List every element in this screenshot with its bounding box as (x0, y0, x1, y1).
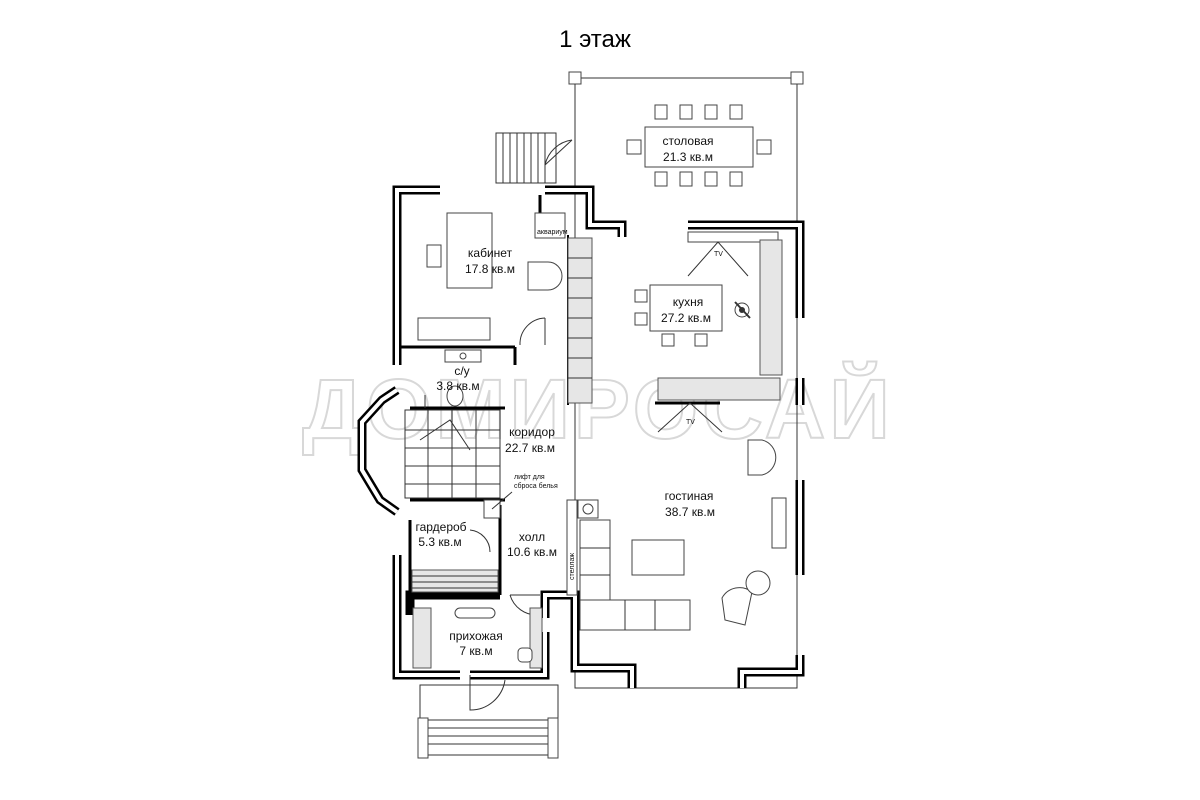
office-furniture (417, 212, 566, 341)
laundry-chute-line2: сброса белья (514, 482, 558, 490)
room-area-hall: 10.6 кв.м (507, 545, 557, 559)
room-name-living: гостиная (665, 489, 714, 503)
side-table-icon (745, 570, 771, 596)
chair-icon (426, 244, 442, 268)
chair-icon (729, 171, 743, 187)
wc-fixtures (424, 349, 482, 408)
staircase (404, 409, 501, 499)
chair-icon (634, 289, 648, 303)
floor-title: 1 этаж (559, 26, 631, 53)
room-name-hall: холл (519, 530, 545, 544)
chair-icon (704, 104, 718, 120)
aquarium-label: аквариум (537, 229, 568, 236)
room-area-wardrobe: 5.3 кв.м (418, 535, 461, 549)
tv-view-lines (657, 402, 723, 433)
room-area-office: 17.8 кв.м (465, 262, 515, 276)
room-area-wc: 3.8 кв.м (436, 379, 479, 393)
kitchen-tv-label: TV (714, 251, 723, 258)
room-name-corridor: коридор (509, 425, 555, 439)
column-icon (568, 71, 582, 85)
dining-table (626, 104, 772, 187)
walls (357, 185, 805, 688)
back-steps (495, 132, 557, 184)
room-area-entry: 7 кв.м (459, 644, 492, 658)
watermark-text: ДОМИРОСАЙ (302, 362, 893, 456)
tv-unit (687, 231, 779, 243)
armchair-icon (721, 587, 753, 626)
room-area-corridor: 22.7 кв.м (505, 441, 555, 455)
chair-icon (729, 104, 743, 120)
room-name-wardrobe: гардероб (415, 520, 466, 534)
room-area-dining: 21.3 кв.м (663, 150, 713, 164)
office-door (519, 317, 546, 346)
shelving-unit (566, 499, 578, 596)
sofa-icon (579, 599, 691, 631)
stove-icon (734, 301, 751, 319)
room-area-living: 38.7 кв.м (665, 505, 715, 519)
laundry-chute-line1: лифт для (514, 474, 545, 481)
chair-icon (679, 171, 693, 187)
chair-icon (661, 333, 675, 347)
chair-icon (654, 104, 668, 120)
aquarium-box (534, 212, 566, 239)
shelving-label: стеллаж (569, 553, 576, 580)
entry-furniture (412, 607, 543, 669)
living-tv-label: TV (686, 419, 695, 426)
terrace-door (544, 139, 573, 166)
kitchen-counter (759, 239, 783, 376)
laundry-chute (483, 491, 513, 519)
chair-icon (704, 171, 718, 187)
bench-icon (454, 607, 496, 619)
pouf-icon (517, 647, 533, 663)
coffee-table (631, 539, 685, 576)
kitchen-table (649, 284, 723, 332)
chair-icon (679, 104, 693, 120)
chair-icon (654, 171, 668, 187)
chair-icon (634, 312, 648, 326)
armchair-icon (527, 261, 563, 291)
room-area-kitchen: 27.2 кв.м (661, 311, 711, 325)
room-name-kitchen: кухня (673, 295, 704, 309)
chair-icon (756, 139, 772, 155)
armchair-icon (747, 439, 777, 476)
toilet-icon (446, 385, 464, 407)
chair-icon (694, 333, 708, 347)
sofa-icon (417, 317, 491, 341)
kitchen-counter (657, 377, 781, 401)
living-furniture (566, 439, 787, 631)
column-icon (790, 71, 804, 85)
room-name-wc: с/у (454, 364, 469, 378)
room-name-dining: столовая (663, 134, 714, 148)
room-name-entry: прихожая (449, 629, 502, 643)
fireplace-icon (771, 497, 787, 549)
entry-porch (417, 675, 559, 759)
stair-strip (567, 237, 593, 404)
wardrobe-shelves (411, 529, 499, 593)
room-name-office: кабинет (468, 246, 513, 260)
kitchen-furniture (634, 231, 783, 433)
chair-icon (626, 139, 642, 155)
